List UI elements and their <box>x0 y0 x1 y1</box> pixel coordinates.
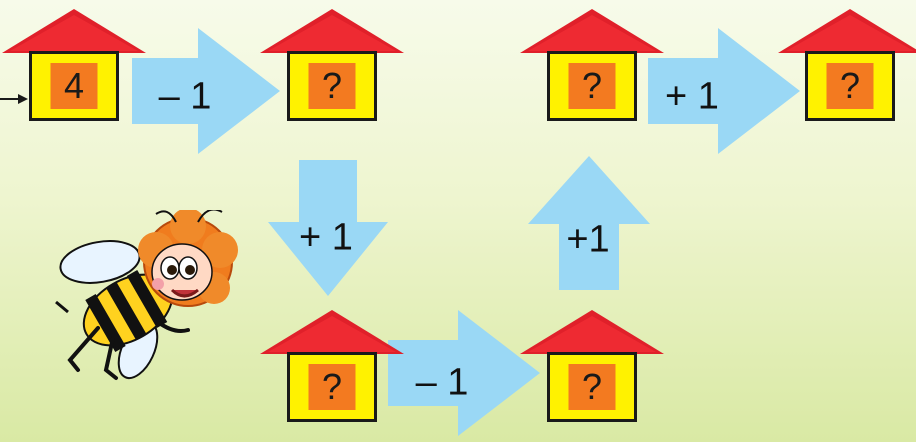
operation-label: + 1 <box>299 216 353 259</box>
house-value: 4 <box>50 63 98 109</box>
house-body: ? <box>287 51 377 121</box>
house-body: ? <box>547 352 637 422</box>
house-roof <box>520 310 664 354</box>
house-answer[interactable]: ? <box>520 9 664 121</box>
operation-label: +1 <box>566 218 610 261</box>
operation-label: – 1 <box>415 361 469 404</box>
house-value[interactable]: ? <box>568 63 616 109</box>
house-roof <box>260 9 404 53</box>
house-answer[interactable]: ? <box>260 310 404 422</box>
house-start: 4 <box>2 9 146 121</box>
house-value[interactable]: ? <box>308 63 356 109</box>
house-roof <box>260 310 404 354</box>
start-pointer-icon <box>0 92 28 110</box>
house-value[interactable]: ? <box>568 364 616 410</box>
operation-label: + 1 <box>665 75 719 118</box>
house-value[interactable]: ? <box>308 364 356 410</box>
house-answer[interactable]: ? <box>778 9 916 121</box>
house-body: 4 <box>29 51 119 121</box>
bee-mascot-icon <box>38 208 258 390</box>
house-value[interactable]: ? <box>826 63 874 109</box>
house-answer[interactable]: ? <box>520 310 664 422</box>
house-body: ? <box>287 352 377 422</box>
house-roof <box>2 9 146 53</box>
house-roof <box>520 9 664 53</box>
house-body: ? <box>805 51 895 121</box>
house-answer[interactable]: ? <box>260 9 404 121</box>
house-roof <box>778 9 916 53</box>
operation-label: – 1 <box>158 75 212 118</box>
house-body: ? <box>547 51 637 121</box>
